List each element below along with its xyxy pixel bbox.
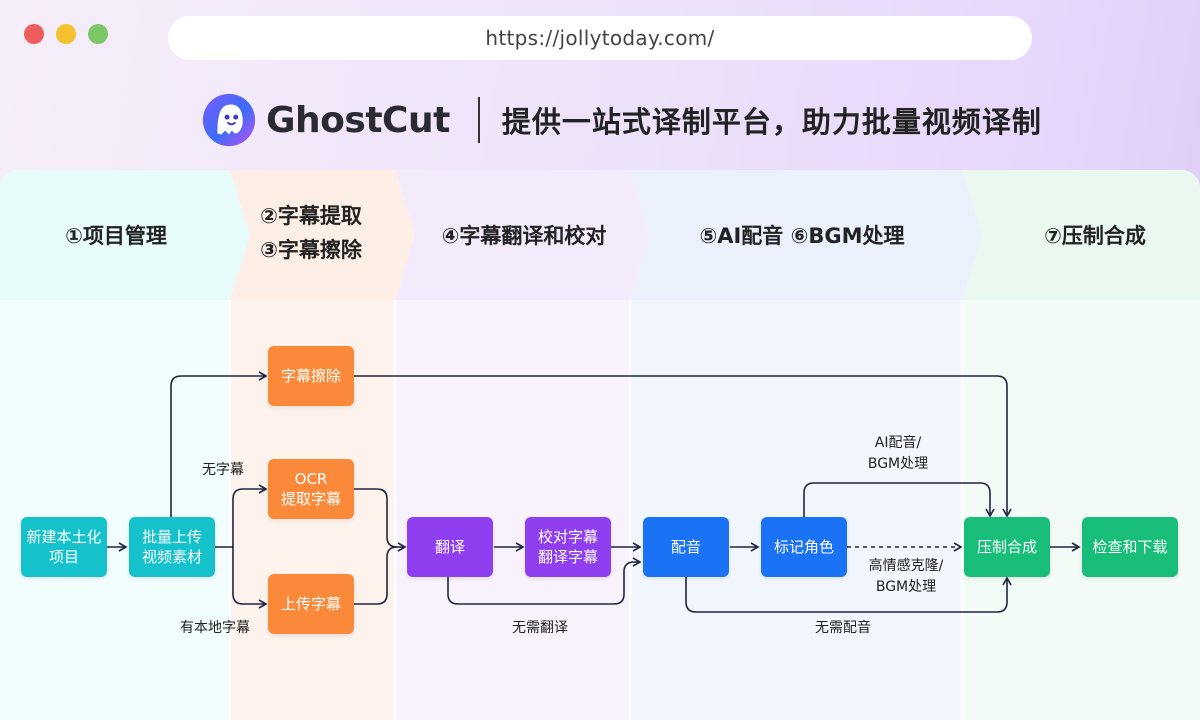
arrow-ocr-to-translate <box>354 488 407 552</box>
stage-band-1 <box>0 170 250 300</box>
node-dubbing[interactable]: 配音 <box>643 517 729 577</box>
flow-connectors <box>107 371 1081 613</box>
stage-label-project: ①项目管理 <box>65 224 167 248</box>
label-voice-clone-bgm: 高情感克隆/ BGM处理 <box>868 558 944 595</box>
stage-band-5 <box>962 170 1200 300</box>
workflow-panel: ①项目管理 ②字幕提取 ③字幕擦除 ④字幕翻译和校对 ⑤AI配音 ⑥BGM处理 … <box>0 170 1200 720</box>
node-subtitle-erase[interactable]: 字幕擦除 <box>268 346 354 406</box>
stage-label-translate: ④字幕翻译和校对 <box>441 224 607 248</box>
stage-label-subtitle: ②字幕提取 ③字幕擦除 <box>260 204 362 262</box>
node-mark-role[interactable]: 标记角色 <box>761 517 847 577</box>
node-proofread[interactable]: 校对字幕翻译字幕 <box>525 517 611 577</box>
arrow-local-to-translate <box>354 546 398 605</box>
arrow-upload-to-erase <box>170 371 268 517</box>
address-bar[interactable]: https://jollytoday.com/ <box>168 16 1032 60</box>
close-window-dot[interactable] <box>24 24 44 44</box>
node-batch-upload[interactable]: 批量上传视频素材 <box>129 517 215 577</box>
url-text: https://jollytoday.com/ <box>485 26 715 50</box>
brand-divider <box>477 97 480 143</box>
label-local-subtitle: 有本地字幕 <box>180 620 250 636</box>
brand-header: GhostCut 提供一站式译制平台，助力批量视频译制 <box>200 92 1042 148</box>
stage-band-2 <box>230 170 415 300</box>
maximize-window-dot[interactable] <box>88 24 108 44</box>
node-new-project[interactable]: 新建本土化项目 <box>21 517 107 577</box>
ghost-logo-icon <box>202 93 256 147</box>
arrow-upload-to-ocr <box>232 484 268 547</box>
label-no-translate: 无需翻译 <box>512 620 568 636</box>
stage-band-4 <box>630 170 982 300</box>
label-no-subtitle: 无字幕 <box>202 462 244 478</box>
arrow-role-to-compose-ai <box>803 482 995 518</box>
brand-tagline: 提供一站式译制平台，助力批量视频译制 <box>501 105 1042 139</box>
node-translate[interactable]: 翻译 <box>407 517 493 577</box>
arrow-upload-to-local <box>232 547 268 609</box>
node-upload-subtitle[interactable]: 上传字幕 <box>268 574 354 634</box>
stage-band-3 <box>395 170 650 300</box>
stage-label-dubbing: ⑤AI配音 ⑥BGM处理 <box>699 224 905 248</box>
brand-name: GhostCut <box>266 99 450 141</box>
arrow-erase-to-compose <box>354 375 1012 518</box>
minimize-window-dot[interactable] <box>56 24 76 44</box>
node-check-download[interactable]: 检查和下载 <box>1082 517 1178 577</box>
window-controls <box>24 24 108 44</box>
stage-label-compose: ⑦压制合成 <box>1044 224 1146 248</box>
arrow-no-dub <box>685 576 1012 613</box>
label-ai-dub-bgm: AI配音/ BGM处理 <box>867 435 929 472</box>
node-compose[interactable]: 压制合成 <box>964 517 1050 577</box>
arrow-no-translate <box>447 557 642 605</box>
label-no-dub: 无需配音 <box>815 620 871 636</box>
